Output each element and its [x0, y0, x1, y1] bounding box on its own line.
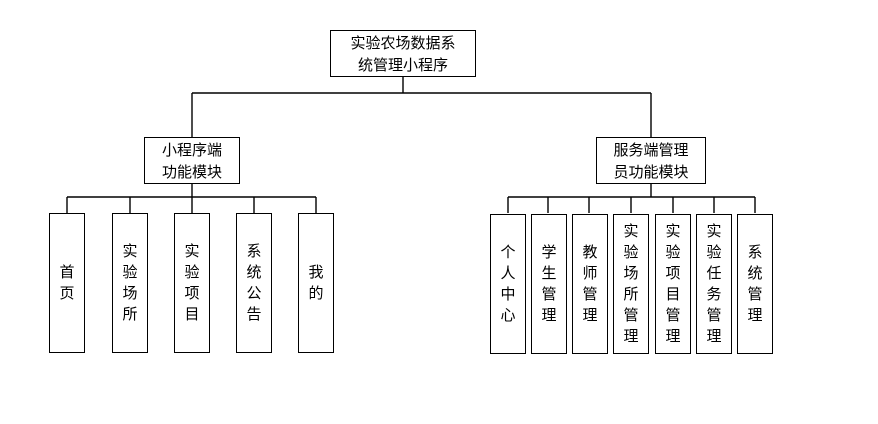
root-node-line-2: 统管理小程序 — [357, 55, 448, 74]
leaf-node-student-management: 学生管理 — [531, 214, 567, 354]
leaf-label: 实验任务管理 — [706, 222, 722, 345]
leaf-label: 实验项目 — [184, 242, 200, 323]
leaf-node-experiment-site-management: 实验场所管理 — [613, 214, 649, 354]
module-server-admin-line-2: 员功能模块 — [613, 162, 689, 181]
leaf-label: 系统管理 — [747, 243, 763, 324]
module-miniprogram-line-2: 功能模块 — [161, 162, 222, 181]
module-server-admin-line-1: 服务端管理 — [613, 140, 689, 159]
leaf-label: 首页 — [59, 263, 75, 302]
leaf-label: 实验项目管理 — [665, 222, 681, 345]
leaf-node-experiment-project: 实验项目 — [174, 213, 210, 353]
leaf-label: 个人中心 — [500, 243, 516, 324]
leaf-node-home: 首页 — [49, 213, 85, 353]
leaf-node-personal-center: 个人中心 — [490, 214, 526, 354]
leaf-label: 教师管理 — [582, 243, 598, 324]
module-miniprogram-line-1: 小程序端 — [161, 140, 222, 159]
leaf-node-system-notice: 系统公告 — [236, 213, 272, 353]
leaf-node-teacher-management: 教师管理 — [572, 214, 608, 354]
leaf-label: 实验场所管理 — [623, 222, 639, 345]
leaf-label: 学生管理 — [541, 243, 557, 324]
root-node: 实验农场数据系 统管理小程序 — [330, 30, 476, 77]
leaf-node-experiment-project-management: 实验项目管理 — [655, 214, 691, 354]
module-node-server-admin: 服务端管理 员功能模块 — [596, 137, 706, 184]
leaf-node-experiment-site: 实验场所 — [112, 213, 148, 353]
leaf-node-experiment-task-management: 实验任务管理 — [696, 214, 732, 354]
leaf-label: 我的 — [308, 263, 324, 302]
leaf-node-mine: 我的 — [298, 213, 334, 353]
leaf-label: 系统公告 — [246, 242, 262, 323]
root-node-line-1: 实验农场数据系 — [350, 33, 456, 52]
leaf-node-system-management: 系统管理 — [737, 214, 773, 354]
module-node-miniprogram: 小程序端 功能模块 — [144, 137, 240, 184]
leaf-label: 实验场所 — [122, 242, 138, 323]
